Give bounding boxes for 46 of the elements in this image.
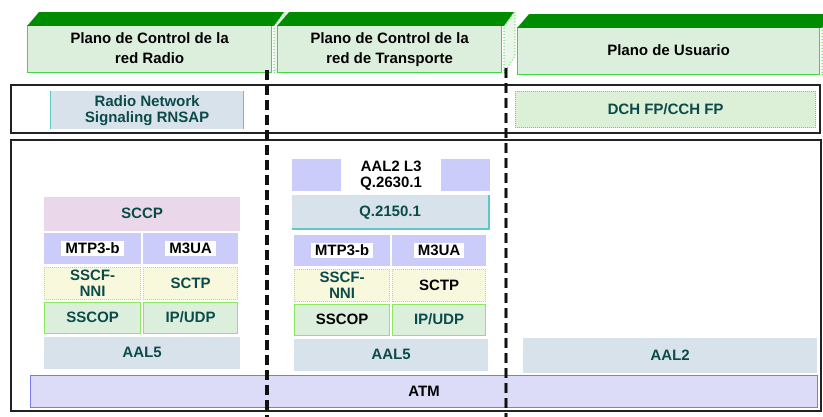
protocol-block: [44, 197, 240, 231]
layer-band: [10, 139, 822, 412]
protocol-label: SSCF-NNI: [318, 270, 366, 302]
layer-band: [10, 84, 821, 134]
protocol-label: SSCF-NNI: [69, 268, 116, 300]
protocol-label: MTP3-b: [310, 242, 374, 258]
protocol-label: AAL2 L3 Q.2630.1: [341, 159, 441, 191]
protocol-label: SSCOP: [65, 310, 120, 326]
protocol-label: Radio Network Signaling RNSAP: [84, 94, 210, 126]
protocol-block: [143, 233, 238, 264]
protocol-block: [292, 195, 490, 230]
protocol-label: MTP3-b: [61, 240, 124, 256]
protocol-block: [294, 304, 390, 336]
protocol-block: [143, 267, 238, 300]
protocol-block: [523, 338, 817, 373]
protocol-label: AAL5: [121, 345, 163, 361]
protocol-label: SSCOP: [314, 312, 370, 328]
protocol-label: IP/UDP: [412, 312, 465, 328]
protocol-block: [143, 302, 238, 334]
protocol-block: [44, 337, 240, 369]
protocol-block: [392, 304, 486, 336]
protocol-label: AAL5: [370, 347, 412, 363]
protocol-label: M3UA: [414, 242, 464, 258]
plane-title: Plano de Control de la red Radio: [69, 28, 230, 69]
protocol-block: [515, 91, 816, 128]
protocol-block: [44, 267, 141, 300]
protocol-block: [44, 302, 141, 334]
protocol-label: SCTP: [169, 276, 212, 292]
protocol-label: Q.2150.1: [358, 204, 422, 220]
protocol-label: AAL2: [649, 348, 691, 364]
plane-title: Plano de Control de la red de Transporte: [309, 28, 470, 69]
protocol-block: [50, 91, 244, 129]
protocol-label: DCH FP/CCH FP: [606, 102, 724, 118]
protocol-block: [30, 375, 818, 408]
protocol-label: SCTP: [418, 278, 460, 294]
protocol-label: M3UA: [165, 240, 216, 256]
protocol-label: ATM: [407, 384, 441, 400]
protocol-block: [294, 235, 390, 266]
protocol-label: IP/UDP: [164, 310, 216, 326]
plane-title: Plano de Usuario: [606, 40, 731, 61]
protocol-block: [392, 235, 486, 266]
protocol-block: [294, 269, 390, 302]
protocol-label: SCCP: [120, 206, 164, 222]
protocol-block: [392, 269, 486, 302]
protocol-block: [44, 233, 141, 264]
protocol-block: [294, 339, 488, 371]
